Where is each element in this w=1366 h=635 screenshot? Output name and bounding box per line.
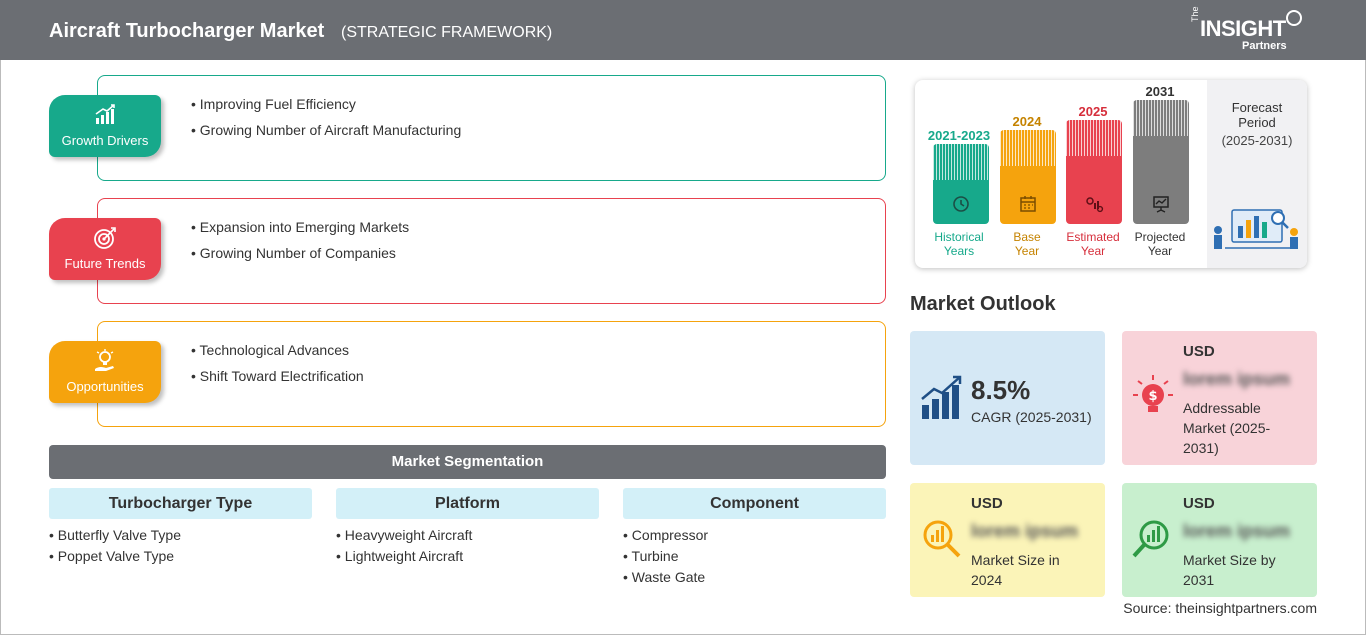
segment-title: Component bbox=[623, 488, 886, 519]
addressable-value-blurred: lorem ipsum bbox=[1183, 369, 1291, 389]
cagr-value: 8.5% bbox=[971, 375, 1031, 405]
target-icon bbox=[94, 227, 116, 249]
future-trends-badge: Future Trends bbox=[49, 218, 161, 280]
segment-platform: Platform Heavyweight Aircraft Lightweigh… bbox=[336, 488, 599, 567]
timeline-year: 2021-2023 bbox=[927, 128, 991, 143]
timeline-bar-base bbox=[1000, 130, 1056, 224]
presentation-board-icon bbox=[1153, 196, 1169, 213]
timeline-year: 2024 bbox=[1012, 114, 1042, 129]
analytics-people-illustration-icon bbox=[1214, 209, 1298, 249]
logo-insight-text: INSIGHT bbox=[1200, 16, 1286, 41]
logo-partners-text: Partners bbox=[1242, 40, 1287, 52]
calendar-icon bbox=[1020, 196, 1036, 212]
segment-item: Butterfly Valve Type bbox=[49, 525, 312, 546]
segment-title: Turbocharger Type bbox=[49, 488, 312, 519]
forecast-period-years: (2025-2031) bbox=[1221, 133, 1293, 148]
opportunity-item: Shift Toward Electrification bbox=[191, 368, 364, 384]
size-2031-value-blurred: lorem ipsum bbox=[1183, 521, 1291, 541]
timeline-bar-projected bbox=[1133, 100, 1189, 224]
cagr-caption: CAGR (2025-2031) bbox=[971, 409, 1092, 425]
future-trends-label: Future Trends bbox=[64, 256, 146, 271]
segment-title: Platform bbox=[336, 488, 599, 519]
size-2024-value-blurred: lorem ipsum bbox=[971, 521, 1079, 541]
opportunity-item: Technological Advances bbox=[191, 342, 364, 358]
growth-chart-icon bbox=[95, 104, 115, 124]
header-bar: Aircraft Turbocharger Market (STRATEGIC … bbox=[0, 0, 1366, 60]
segment-item: Poppet Valve Type bbox=[49, 546, 312, 567]
future-trends-box: Expansion into Emerging Markets Growing … bbox=[97, 198, 886, 304]
growth-drivers-box: Improving Fuel Efficiency Growing Number… bbox=[97, 75, 886, 181]
gears-chart-icon bbox=[1086, 197, 1104, 213]
growth-driver-item: Growing Number of Aircraft Manufacturing bbox=[191, 122, 461, 138]
lightbulb-hand-icon bbox=[95, 349, 114, 371]
addressable-usd: USD bbox=[1183, 343, 1215, 360]
size-2031-usd: USD bbox=[1183, 495, 1215, 512]
page-subtitle: (STRATEGIC FRAMEWORK) bbox=[341, 24, 553, 41]
insight-partners-logo[interactable]: The INSIGHT Partners bbox=[1190, 6, 1310, 54]
growth-drivers-label: Growth Drivers bbox=[61, 133, 149, 148]
segment-turbocharger-type: Turbocharger Type Butterfly Valve Type P… bbox=[49, 488, 312, 567]
segment-item: Lightweight Aircraft bbox=[336, 546, 599, 567]
segment-item: Waste Gate bbox=[623, 567, 886, 588]
segment-component: Component Compressor Turbine Waste Gate bbox=[623, 488, 886, 588]
magnifier-chart-icon bbox=[1132, 520, 1169, 558]
segment-item: Heavyweight Aircraft bbox=[336, 525, 599, 546]
dollar-bulb-icon: $ bbox=[1133, 375, 1173, 412]
opportunities-badge: Opportunities bbox=[49, 341, 161, 403]
timeline-year: 2025 bbox=[1078, 104, 1108, 119]
logo-bulb-icon bbox=[1286, 10, 1302, 26]
logo-the-text: The bbox=[1190, 6, 1200, 22]
timeline-bar-historical bbox=[933, 144, 989, 224]
size-2024-usd: USD bbox=[971, 495, 1003, 512]
svg-text:$: $ bbox=[1148, 389, 1157, 404]
future-trend-item: Growing Number of Companies bbox=[191, 245, 409, 261]
history-clock-icon bbox=[953, 196, 969, 212]
opportunities-label: Opportunities bbox=[66, 379, 144, 394]
segment-item: Turbine bbox=[623, 546, 886, 567]
magnifier-chart-icon bbox=[923, 520, 961, 558]
growth-bars-icon bbox=[921, 375, 962, 419]
opportunities-box: Technological Advances Shift Toward Elec… bbox=[97, 321, 886, 427]
market-segmentation-header: Market Segmentation bbox=[49, 445, 886, 479]
market-outlook-title: Market Outlook bbox=[910, 293, 1056, 315]
timeline-bar-estimated bbox=[1066, 120, 1122, 224]
growth-drivers-badge: Growth Drivers bbox=[49, 95, 161, 157]
timeline-year: 2031 bbox=[1145, 84, 1175, 99]
cagr-card: 8.5% CAGR (2025-2031) bbox=[910, 331, 1105, 465]
source-credit[interactable]: Source: theinsightpartners.com bbox=[1123, 600, 1317, 616]
growth-driver-item: Improving Fuel Efficiency bbox=[191, 96, 461, 112]
future-trend-item: Expansion into Emerging Markets bbox=[191, 219, 409, 235]
page-title: Aircraft Turbocharger Market bbox=[49, 20, 325, 42]
segment-item: Compressor bbox=[623, 525, 886, 546]
